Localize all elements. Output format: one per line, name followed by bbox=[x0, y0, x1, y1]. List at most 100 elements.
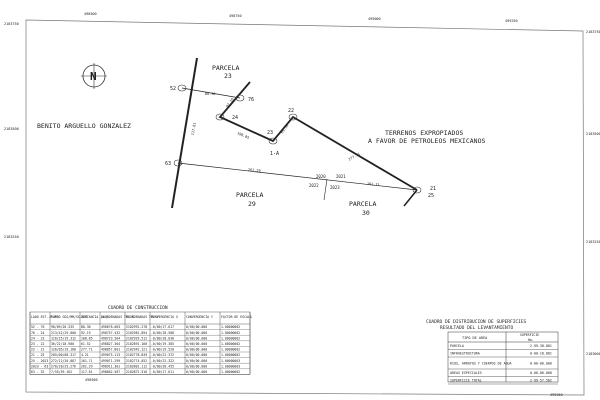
grid-label-top: 498500 bbox=[84, 12, 97, 16]
table-cell: 498857.801 bbox=[101, 348, 120, 352]
boundary-lines bbox=[171, 57, 418, 209]
grid-label-left: 2183250 bbox=[4, 235, 19, 239]
table-cell: 2023 - 63 bbox=[31, 364, 48, 368]
table-cell: 498911.301 bbox=[101, 364, 120, 368]
table-cell: 0/00/00.000 bbox=[186, 359, 207, 363]
table-cell: 213/42/29.000 bbox=[51, 331, 76, 335]
distance-label: 161.71 bbox=[367, 182, 380, 187]
surface-type: AREAS ESPECIALES bbox=[450, 371, 482, 375]
grid-label-top: 499250 bbox=[505, 19, 518, 23]
table-cell: 1.00000002 bbox=[221, 370, 240, 374]
grid-label-right: 2183750 bbox=[586, 30, 600, 34]
table-header: RUMBO GGG/MM/SS.SSS bbox=[51, 315, 88, 319]
table-cell: 63 - 52 bbox=[31, 370, 45, 374]
table-cell: -0/00/20.455 bbox=[151, 364, 174, 368]
expropriated-boundary-line bbox=[218, 81, 418, 191]
table-cell: 126/05/19.160 bbox=[51, 348, 76, 352]
surface-value: 2-99-57.562 bbox=[530, 379, 552, 383]
table-cell: 0/00/00.000 bbox=[186, 342, 207, 346]
vertex-label: 23 bbox=[267, 130, 273, 136]
surface-value: 0-00-18.881 bbox=[530, 352, 552, 356]
surface-value: 0-00-00.000 bbox=[530, 371, 552, 375]
table-cell: 1.00000002 bbox=[221, 325, 240, 329]
parcel-name: PARCELA bbox=[212, 64, 239, 72]
header-type: TIPO DE AREA bbox=[462, 336, 488, 340]
vertex-label: 52 bbox=[170, 86, 176, 92]
table-cell: -0/00/18.588 bbox=[151, 331, 174, 335]
table-cell: -0/00/22.372 bbox=[151, 353, 174, 357]
expropriated-label: A FAVOR DE PETROLEOS MEXICANOS bbox=[368, 137, 485, 145]
north-arrow-icon: N bbox=[81, 63, 107, 89]
table-cell: 7/55/59.162 bbox=[51, 370, 72, 374]
vertex-label: 2022 bbox=[309, 183, 319, 188]
table-cell: 270/20/25.276 bbox=[51, 364, 76, 368]
grid-label-top: 498750 bbox=[229, 14, 242, 18]
map-frame bbox=[25, 19, 585, 396]
table-cell: 1.00000002 bbox=[221, 348, 240, 352]
construction-table-title: CUADRO DE CONSTRUCCION bbox=[108, 305, 168, 311]
table-header: COORDENADAS TMC Y bbox=[126, 315, 159, 319]
vertex-label: 63 bbox=[165, 161, 171, 167]
area-label: 1-A bbox=[270, 151, 279, 157]
table-cell: 22 - 21 bbox=[31, 348, 45, 352]
table-cell: 2182778.849 bbox=[126, 353, 147, 357]
vertex-markers bbox=[173, 84, 422, 194]
parcel-name: PARCELA bbox=[236, 191, 263, 199]
table-header: CONVERGENCIA Y bbox=[186, 315, 213, 319]
distance-label: 277.71 bbox=[348, 152, 361, 162]
table-cell: 1.00000002 bbox=[221, 342, 240, 346]
vertex-label: 2021 bbox=[336, 174, 346, 179]
table-cell: 277.71 bbox=[81, 348, 93, 352]
table-cell: -0/00/17.617 bbox=[151, 325, 174, 329]
table-cell: 161.71 bbox=[81, 359, 93, 363]
table-cell: 21 - 25 bbox=[31, 353, 45, 357]
vertex-label: 24 bbox=[232, 115, 238, 121]
table-cell: 117.81 bbox=[81, 370, 93, 374]
expropriated-label: TERRENOS EXPROPIADOS bbox=[385, 129, 463, 137]
table-cell: 498723.504 bbox=[101, 336, 120, 340]
table-cell: 116/25/19.312 bbox=[51, 336, 76, 340]
owner-label: BENITO ARGUELLO GONZALEZ bbox=[37, 122, 131, 130]
surface-value: 0-00-00.000 bbox=[530, 361, 552, 365]
table-cell: 36/22/18.900 bbox=[51, 342, 74, 346]
grid-labels: 498500 498750 499000 499250 2183750 2183… bbox=[4, 12, 600, 397]
parcel-number: 30 bbox=[362, 209, 370, 217]
grid-label-right: 2183000 bbox=[586, 352, 600, 356]
grid-label-top: 499000 bbox=[368, 17, 381, 21]
grid-label-right: 2183250 bbox=[586, 240, 600, 244]
table-cell: 0/00/00.000 bbox=[186, 353, 207, 357]
table-cell: -0/00/17.811 bbox=[151, 370, 174, 374]
table-header: CONVERGENCIA X bbox=[151, 315, 178, 319]
construction-table: CUADRO DE CONSTRUCCION LADO EST.-P.V.RUM… bbox=[29, 305, 252, 375]
distribution-table-subtitle: RESULTADO DEL LEVANTAMIENTO bbox=[440, 325, 513, 331]
table-cell: -0/00/19.385 bbox=[151, 342, 174, 346]
table-cell: 498678.063 bbox=[101, 325, 120, 329]
table-cell: 0/00/00.000 bbox=[186, 348, 207, 352]
table-cell: 498827.364 bbox=[101, 342, 120, 346]
table-cell: 1.00000003 bbox=[221, 364, 240, 368]
table-cell: 92.19 bbox=[81, 331, 91, 335]
table-cell: 108.85 bbox=[81, 336, 93, 340]
surface-type: PARCELA bbox=[450, 344, 464, 348]
surface-type: INFRAESTRUCTURA bbox=[450, 352, 480, 356]
table-cell: 2182942.121 bbox=[126, 348, 147, 352]
table-cell: 0/00/00.000 bbox=[186, 331, 207, 335]
table-cell: 2182981.894 bbox=[126, 331, 147, 335]
table-cell: 2182929.512 bbox=[126, 336, 147, 340]
table-cell: 1.00000002 bbox=[221, 331, 240, 335]
table-cell: 499071.299 bbox=[101, 359, 120, 363]
surface-value: 2-99-38.881 bbox=[530, 344, 552, 348]
table-cell: 0/00/00.000 bbox=[186, 336, 207, 340]
distance-label: 117.81 bbox=[191, 122, 197, 135]
parcel-number: 29 bbox=[248, 200, 256, 208]
table-cell: 262.29 bbox=[81, 364, 93, 368]
distance-label: 80.30 bbox=[205, 92, 216, 96]
table-cell: 24 - 23 bbox=[31, 336, 45, 340]
table-cell: 98/09/26.335 bbox=[51, 325, 74, 329]
table-cell: 2182891.160 bbox=[126, 342, 147, 346]
grid-label-left: 2183750 bbox=[4, 22, 19, 26]
table-cell: 80.30 bbox=[81, 325, 91, 329]
table-header: LADO EST.-P.V. bbox=[31, 315, 58, 319]
surface-type: SUPERFICIE TOTAL bbox=[450, 379, 482, 383]
table-cell: 272/12/20.887 bbox=[51, 359, 76, 363]
